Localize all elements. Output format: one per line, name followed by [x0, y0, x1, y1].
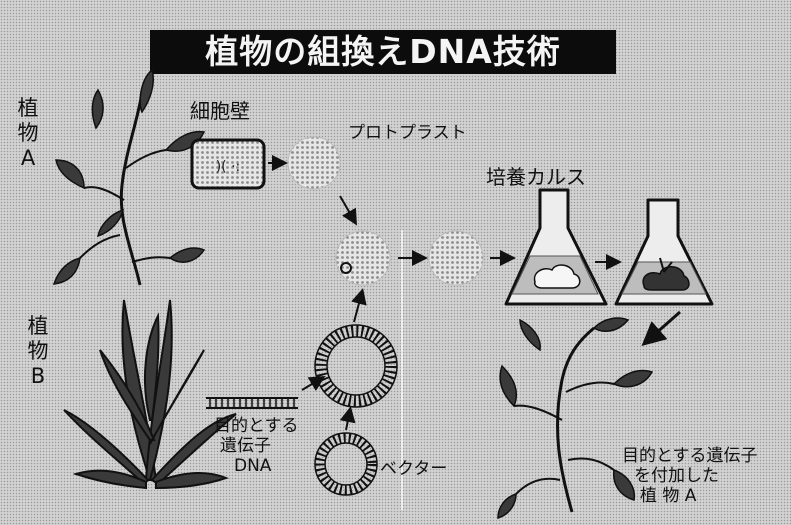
plant-cell-with-wall: )( ·:: [192, 140, 264, 188]
result-plant-line-3: 植 物 A: [622, 486, 758, 506]
protoplast-label: プロトプラスト: [348, 122, 467, 144]
arrow-vector-up: [354, 292, 362, 322]
arrow-callus-to-plant: [646, 312, 680, 342]
plant-a-char-2: 物: [16, 121, 40, 146]
plant-b-illustration: [64, 300, 236, 488]
plant-a-illustration: [54, 70, 204, 285]
target-gene-line-1: 目的とする: [214, 416, 299, 436]
target-gene-line-3: DNA: [214, 456, 299, 476]
arrow-vector-to-recombinant: [346, 410, 350, 430]
target-dna-strand: [206, 398, 298, 408]
result-plant-label: 目的とする遺伝子 を付加した 植 物 A: [622, 446, 758, 506]
target-gene-line-2: 遺伝子: [214, 436, 299, 456]
callus-flask-1: [506, 190, 606, 304]
protoplast-transformed: [336, 231, 390, 285]
plant-b-side-label: 植 物 B: [26, 314, 50, 389]
plant-b-char-1: 植: [26, 314, 50, 339]
svg-text:)( ·:: )( ·:: [216, 159, 241, 175]
recombinant-vector-ring: [315, 325, 397, 407]
vector-label: ベクター: [380, 458, 447, 480]
plant-a-char-3: A: [16, 146, 40, 171]
arrow-protoplast-down: [340, 196, 355, 222]
vector-plasmid-ring: [315, 433, 377, 495]
protoplast-dividing: [429, 231, 483, 285]
callus-label: 培養カルス: [486, 166, 586, 188]
plant-a-char-1: 植: [16, 96, 40, 121]
callus-flask-2: [616, 200, 712, 304]
plant-b-char-2: 物: [26, 339, 50, 364]
cell-wall-label: 細胞壁: [190, 100, 250, 122]
plant-a-side-label: 植 物 A: [16, 96, 40, 171]
result-plant-line-1: 目的とする遺伝子: [622, 446, 758, 466]
plant-b-char-3: B: [26, 364, 50, 389]
protoplast-plant-a: [288, 137, 340, 189]
target-gene-label: 目的とする 遺伝子 DNA: [214, 416, 299, 476]
result-plant-line-2: を付加した: [622, 466, 758, 486]
